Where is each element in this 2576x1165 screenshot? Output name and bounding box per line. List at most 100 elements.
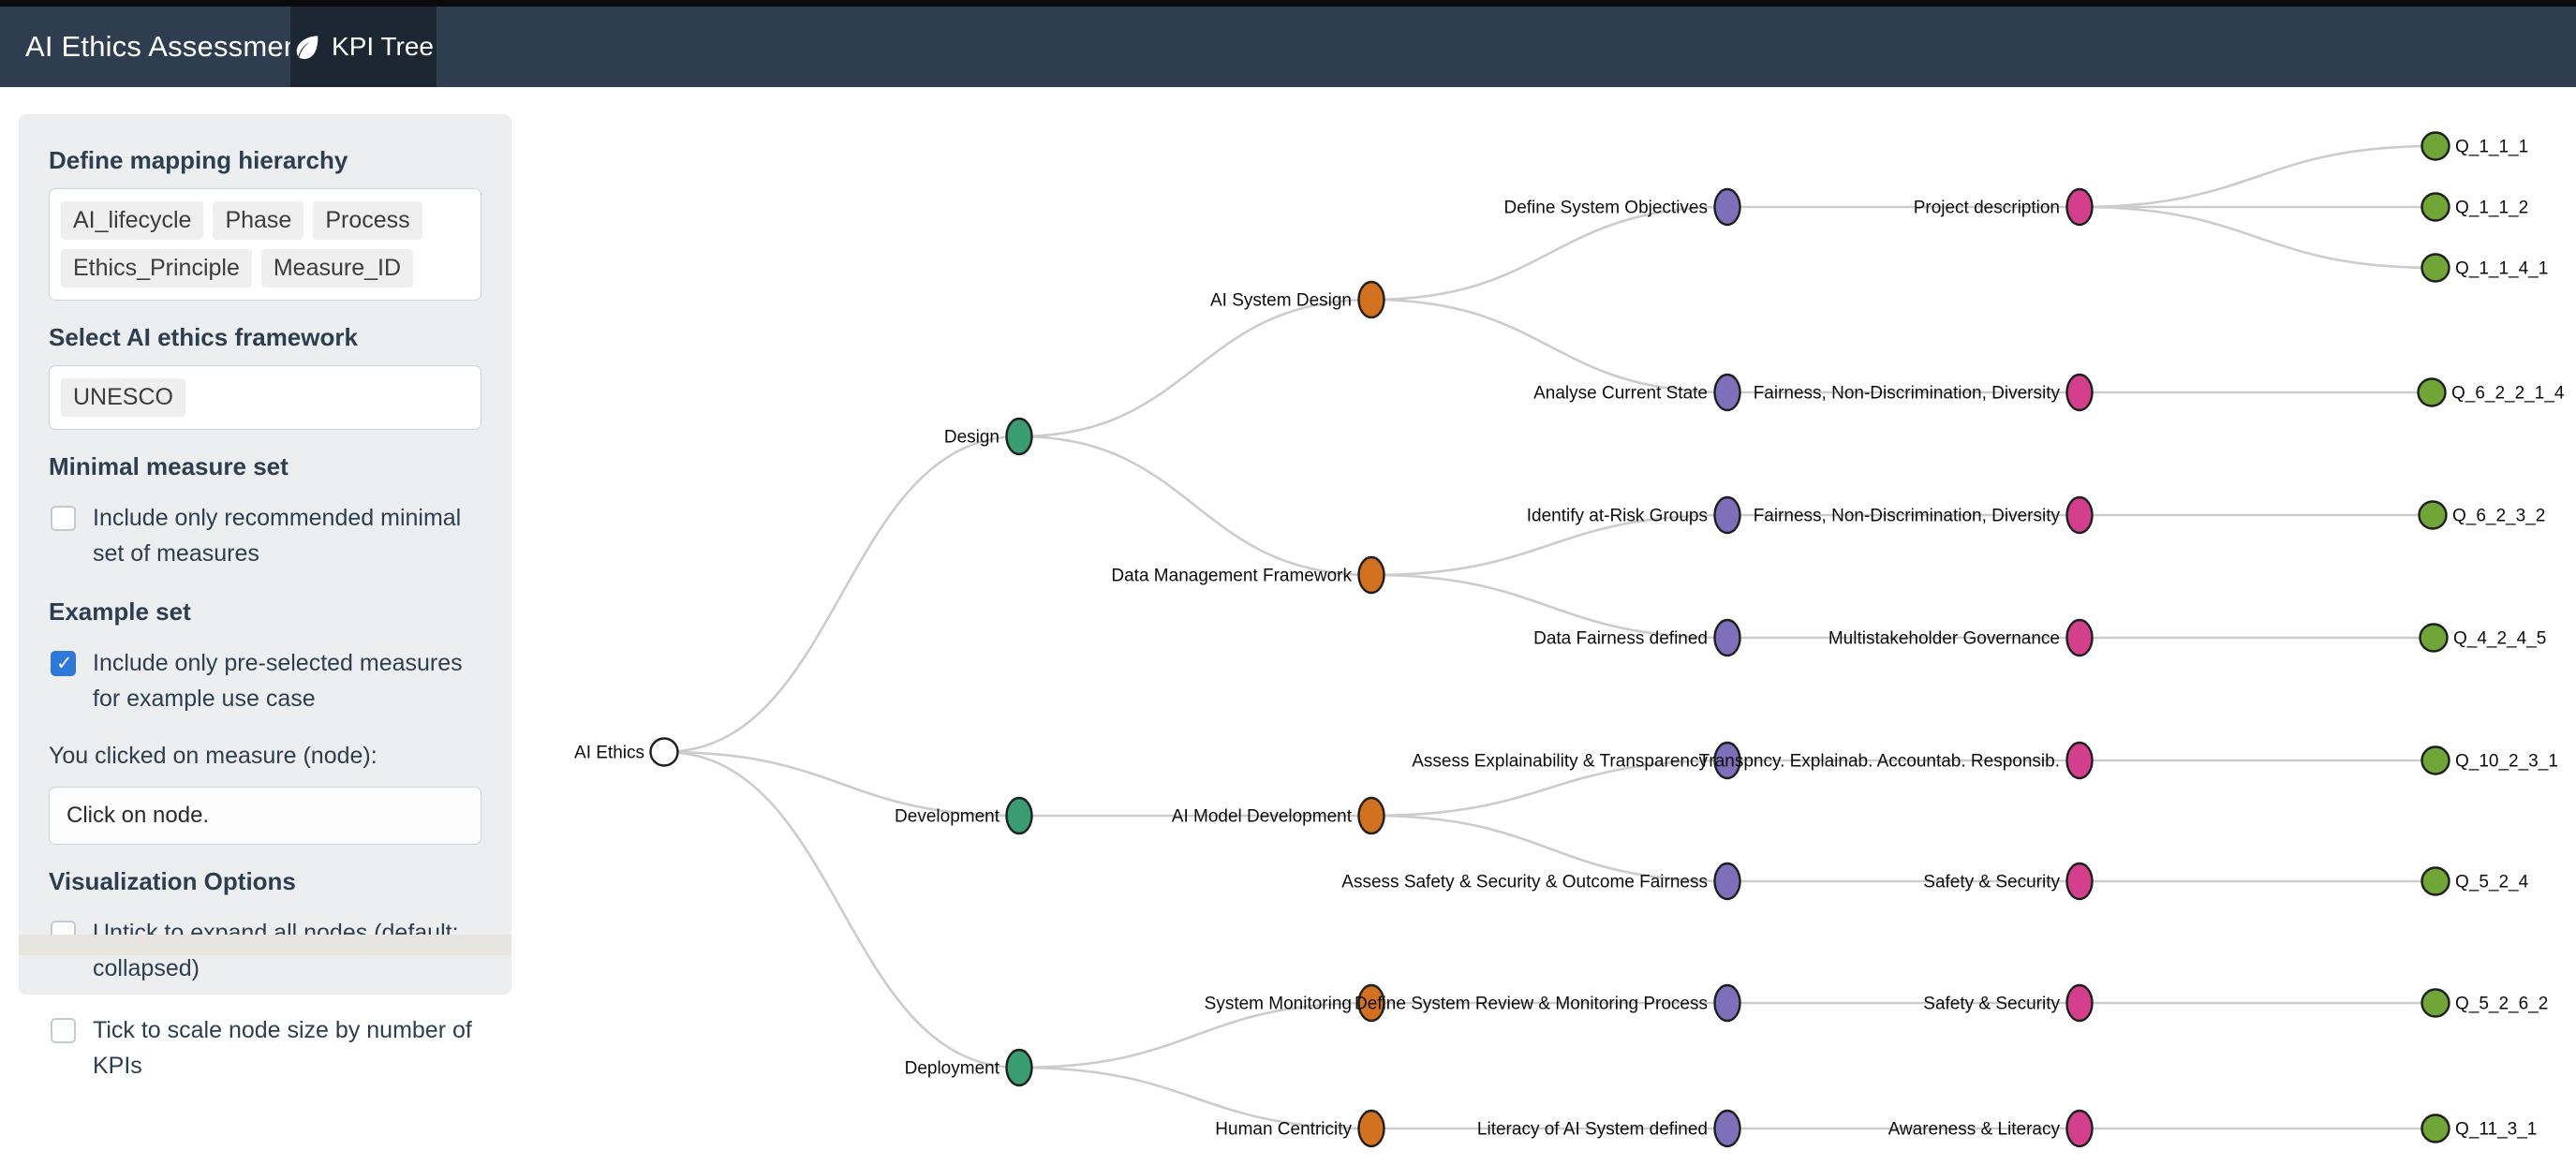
- tree-link: [1018, 1066, 1372, 1130]
- tree-label-root: AI Ethics: [574, 744, 644, 763]
- tree-label-fndd2: Fairness, Non-Discrimination, Diversity: [1754, 507, 2061, 526]
- tree-node-ss1[interactable]: [2065, 862, 2094, 901]
- tree-node-pd[interactable]: [2065, 187, 2094, 227]
- tree-node-msg[interactable]: [2065, 618, 2094, 657]
- tree-node-dsrmp[interactable]: [1713, 983, 1741, 1023]
- tree-node-q524[interactable]: [2421, 866, 2450, 896]
- sidebar-divider: [19, 935, 511, 955]
- hierarchy-section-title: Define mapping hierarchy: [49, 146, 348, 174]
- tree-label-iarg: Identify at-Risk Groups: [1527, 507, 1708, 526]
- tree-label-asd: AI System Design: [1210, 291, 1352, 311]
- tree-label-q1141: Q_1_1_4_1: [2455, 259, 2548, 279]
- minimal-section-title: Minimal measure set: [49, 452, 289, 480]
- tree-node-q62214[interactable]: [2417, 377, 2447, 407]
- tree-label-acs: Analyse Current State: [1533, 384, 1708, 404]
- tree-label-q524: Q_5_2_4: [2455, 873, 2529, 892]
- minimal-set-checkbox-label: Include only recommended minimal set of …: [93, 505, 462, 567]
- tree-label-sysmon: System Monitoring: [1205, 995, 1352, 1014]
- tree-node-root[interactable]: [649, 737, 679, 767]
- tree-node-deployment[interactable]: [1005, 1048, 1033, 1087]
- tree-link: [1018, 435, 1372, 577]
- tree-node-sysmon[interactable]: [1357, 983, 1385, 1023]
- hierarchy-token[interactable]: Process: [313, 201, 422, 240]
- tree-link: [1018, 298, 1372, 438]
- tree-node-asd[interactable]: [1357, 280, 1385, 319]
- tree-node-dso[interactable]: [1713, 187, 1741, 227]
- tree-node-al[interactable]: [2065, 1109, 2094, 1148]
- tree-node-q1141[interactable]: [2421, 253, 2450, 283]
- tree-label-pd: Project description: [1914, 199, 2060, 218]
- tree-label-dmf: Data Management Framework: [1111, 567, 1352, 586]
- tree-label-assof: Assess Safety & Security & Outcome Fairn…: [1341, 873, 1708, 892]
- tree-label-ss1: Safety & Security: [1923, 873, 2060, 892]
- leaf-icon: [293, 33, 321, 61]
- tree-node-dfd[interactable]: [1713, 618, 1741, 657]
- tree-link: [2079, 205, 2436, 270]
- tree-link: [1370, 205, 1728, 302]
- viz-options-section-title: Visualization Options: [49, 867, 296, 895]
- tree-node-development[interactable]: [1005, 796, 1033, 835]
- hierarchy-token[interactable]: Measure_ID: [260, 249, 414, 288]
- tree-node-aimd[interactable]: [1357, 796, 1385, 835]
- example-section-title: Example set: [49, 597, 191, 626]
- tree-node-q1131[interactable]: [2421, 1113, 2450, 1143]
- tree-node-fndd1[interactable]: [2065, 373, 2094, 412]
- tree-node-q5262[interactable]: [2421, 988, 2450, 1018]
- tree-label-q4245: Q_4_2_4_5: [2453, 629, 2546, 649]
- hierarchy-token[interactable]: Ethics_Principle: [61, 249, 252, 288]
- tree-label-design: Design: [944, 428, 999, 448]
- tree-node-q112[interactable]: [2421, 192, 2450, 222]
- tree-node-iarg[interactable]: [1713, 495, 1741, 535]
- hierarchy-token[interactable]: Phase: [213, 201, 304, 240]
- tree-label-humcen: Human Centricity: [1215, 1120, 1352, 1140]
- scale-nodes-checkbox-label: Tick to scale node size by number of KPI…: [93, 1017, 472, 1079]
- tree-label-msg: Multistakeholder Governance: [1828, 629, 2060, 649]
- clicked-node-output: Click on node.: [49, 787, 481, 845]
- framework-select-input[interactable]: UNESCO: [49, 365, 481, 430]
- tree-label-development: Development: [895, 807, 1000, 827]
- tab-kpi-tree-label: KPI Tree: [332, 32, 434, 61]
- tree-node-q6232[interactable]: [2418, 500, 2448, 530]
- tree-node-lasd[interactable]: [1713, 1109, 1741, 1148]
- tree-node-dmf[interactable]: [1357, 555, 1385, 595]
- tree-node-humcen[interactable]: [1357, 1109, 1385, 1148]
- tree-label-aet: Assess Explainability & Transparency: [1412, 752, 1708, 772]
- framework-token[interactable]: UNESCO: [61, 378, 185, 417]
- tree-node-q4245[interactable]: [2419, 623, 2449, 653]
- example-set-checkbox-label: Include only pre-selected measures for e…: [93, 650, 463, 712]
- tree-label-tear: Transpncy. Explainab. Accountab. Respons…: [1698, 752, 2060, 772]
- minimal-set-checkbox[interactable]: [51, 506, 76, 531]
- tree-node-q10231[interactable]: [2421, 745, 2450, 775]
- tree-link: [663, 750, 1020, 1069]
- tree-node-design[interactable]: [1005, 417, 1033, 456]
- framework-section-title: Select AI ethics framework: [49, 323, 358, 351]
- tree-label-dso: Define System Objectives: [1503, 199, 1708, 218]
- tree-node-aet[interactable]: [1713, 741, 1741, 780]
- tree-label-fndd1: Fairness, Non-Discrimination, Diversity: [1754, 384, 2061, 404]
- window-top-strip: [0, 0, 2576, 7]
- tree-label-aimd: AI Model Development: [1172, 807, 1353, 827]
- navbar: AI Ethics Assessment KPI Tree: [0, 7, 2576, 87]
- tree-label-al: Awareness & Literacy: [1888, 1120, 2061, 1140]
- tree-node-assof[interactable]: [1713, 862, 1741, 901]
- tree-label-ss2: Safety & Security: [1923, 995, 2060, 1014]
- tree-link: [663, 750, 1020, 818]
- tree-link: [1370, 573, 1728, 640]
- tree-node-ss2[interactable]: [2065, 983, 2094, 1023]
- tree-label-q111: Q_1_1_1: [2455, 138, 2528, 157]
- tree-node-acs[interactable]: [1713, 373, 1741, 412]
- tree-link: [663, 435, 1020, 754]
- example-set-checkbox[interactable]: [51, 651, 76, 676]
- scale-nodes-checkbox[interactable]: [51, 1018, 76, 1043]
- tree-label-q112: Q_1_1_2: [2455, 199, 2528, 218]
- hierarchy-token[interactable]: AI_lifecycle: [61, 201, 204, 240]
- tab-kpi-tree[interactable]: KPI Tree: [290, 7, 437, 87]
- tree-node-tear[interactable]: [2065, 741, 2094, 780]
- tree-node-q111[interactable]: [2421, 131, 2450, 161]
- tree-node-fndd2[interactable]: [2065, 495, 2094, 535]
- tree-link: [1018, 1001, 1372, 1069]
